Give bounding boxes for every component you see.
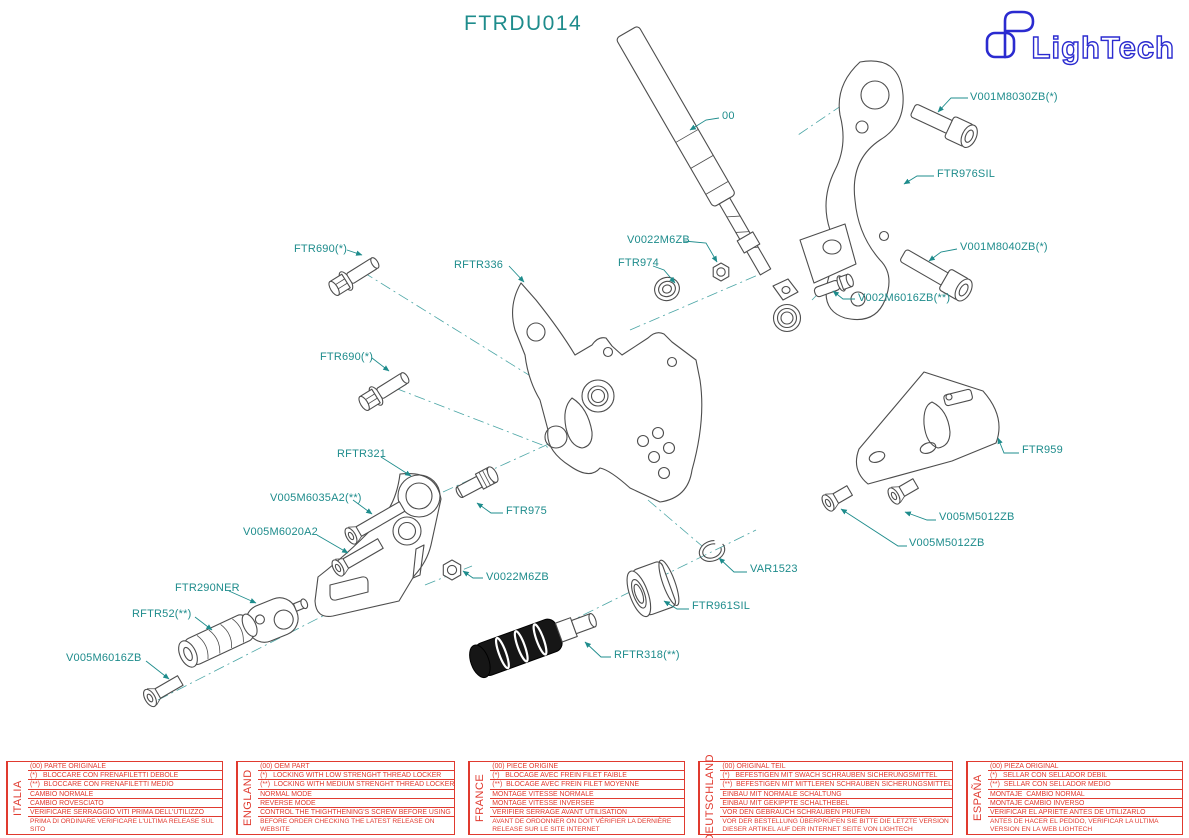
- part-label-ftr976sil: FTR976SIL: [937, 168, 996, 180]
- part-label-v001m8040zb: V001M8040ZB(*): [960, 241, 1048, 253]
- language-label-england: ENGLAND: [237, 762, 259, 834]
- v002m6016zb-screw-drawing: [813, 273, 854, 298]
- legend-row: (**) BEFESTIGEN MIT MITTLEREN SCHRAUBEN …: [720, 781, 952, 790]
- var1523-snap-ring-drawing: [698, 540, 726, 562]
- legend-row: (*) BEFESTIGEN MIT SWACH SCHRAUBEN SICHE…: [720, 771, 952, 781]
- legend-row: MONTAGE VITESSE INVERSEE: [490, 799, 685, 809]
- rftr318-shift-peg-drawing: [469, 613, 597, 679]
- legend-table-espana: ESPAÑA (00) PIEZA ORIGINAL (*) SELLAR CO…: [965, 761, 1184, 835]
- part-label-ftr690-top: FTR690(*): [294, 243, 348, 255]
- lightech-logo: LighTech: [984, 8, 1175, 66]
- part-label-ftr974: FTR974: [618, 257, 659, 269]
- legend-tables: ITALIA (00) PARTE ORIGINALE (*) BLOCCARE…: [6, 754, 1184, 838]
- drawing-title: FTRDU014: [464, 12, 583, 35]
- legend-row: (**) BLOCAGE AVEC FREIN FILET MOYENNE: [490, 780, 685, 790]
- v005m6020a2-screw-drawing: [331, 538, 384, 577]
- part-label-ftr959: FTR959: [1022, 444, 1063, 456]
- legend-row: (00) PARTE ORIGINALE: [28, 762, 223, 772]
- legend-row: CONTROL THE THIGHTHENING'S SCREW BEFORE …: [258, 808, 455, 818]
- part-label-v0022m6zb-lower: V0022M6ZB: [486, 571, 549, 583]
- legend-row: VERIFICARE SERRAGGIO VITI PRIMA DELL'UTI…: [28, 808, 223, 818]
- lightech-logo-text: LighTech: [1031, 29, 1175, 65]
- legend-table-england: ENGLAND (00) OEM PART (*) LOCKING WITH L…: [236, 761, 456, 835]
- language-label-espana: ESPAÑA: [966, 762, 988, 834]
- legend-row: (*) SELLAR CON SELLADOR DEBIL: [987, 771, 1183, 781]
- legend-row-website-notice: ANTES DE HACER EL PEDIDO, VERIFICAR LA U…: [989, 818, 1159, 834]
- legend-row: (00) ORIGINAL TEIL: [720, 762, 952, 772]
- legend-row: (*) LOCKING WITH LOW STRENGHT THREAD LOC…: [258, 771, 455, 781]
- part-label-rftr52: RFTR52(**): [132, 608, 192, 620]
- part-label-ftr690-bottom: FTR690(*): [320, 351, 374, 363]
- v001m8030zb-screw-drawing: [910, 104, 978, 149]
- legend-row-website-notice: VOR DER BESTELLUNG ÜBERPRÜFEN SIE BITTE …: [722, 818, 949, 834]
- part-label-v002m6016zb: V002M6016ZB(**): [858, 292, 951, 304]
- lightech-logo-mark-icon: [985, 10, 1034, 59]
- v005m5012zb-screw-right-drawing: [887, 478, 919, 505]
- part-label-rftr318: RFTR318(**): [614, 649, 680, 661]
- ftr974-washer-drawing: [654, 276, 680, 302]
- part-label-v005m5012zb-2: V005M5012ZB: [909, 537, 985, 549]
- v0022m6zb-nut-top-drawing: [712, 262, 730, 282]
- part-label-ftr975: FTR975: [506, 505, 547, 517]
- legend-row: CAMBIO ROVESCIATO: [28, 799, 223, 809]
- legend-row-website-notice: AVANT DE ORDONNER ON DOIT VÉRIFIER LA DE…: [492, 818, 672, 834]
- legend-row: CAMBIO NORMALE: [28, 790, 223, 799]
- legend-row: (**) BLOCCARE CON FRENAFILETTI MEDIO: [28, 780, 223, 790]
- v005m5012zb-screw-left-drawing: [821, 485, 853, 512]
- part-label-ftr290ner: FTR290NER: [175, 582, 240, 594]
- legend-row: (00) PIECE ORIGINE: [490, 762, 685, 772]
- legend-row-website-notice: BEFORE ORDER CHECKING THE LATEST RELEASE…: [260, 818, 435, 834]
- ftr690-bolt-bottom-drawing: [358, 372, 410, 412]
- legend-row: MONTAJE CAMBIO INVERSO: [987, 799, 1183, 809]
- legend-row: MONTAJE CAMBIO NORMAL: [987, 790, 1183, 799]
- legend-row: (**) SELLAR CON SELLADOR MEDIO: [987, 780, 1183, 790]
- legend-row: VOR DEN GEBRAUCH SCHRAUBEN PRÜFEN: [720, 808, 952, 818]
- part-label-v005m6035a2: V005M6035A2(**): [270, 492, 362, 504]
- part-label-v005m5012zb-1: V005M5012ZB: [939, 511, 1015, 523]
- ftr959-heel-guard-drawing: [855, 371, 1000, 485]
- ftr690-bolt-top-drawing: [328, 257, 380, 297]
- leader-lines: [145, 97, 1019, 680]
- ftr290ner-plate-drawing: [245, 597, 309, 643]
- shift-rod-drawing: [616, 26, 802, 333]
- part-label-rftr321: RFTR321: [337, 448, 387, 460]
- legend-row: (*) BLOCAGE AVEC FREIN FILET FAIBLE: [490, 771, 685, 781]
- language-label-france: FRANCE: [469, 762, 491, 834]
- part-label-v005m6016zb: V005M6016ZB: [66, 652, 142, 664]
- part-label-ftr961sil: FTR961SIL: [692, 600, 751, 612]
- ftr976sil-bracket-drawing: [799, 60, 904, 321]
- legend-row: VERIFIER SERRAGE AVANT UTILISATION: [490, 808, 685, 818]
- legend-row: REVERSE MODE: [258, 799, 455, 809]
- ftr975-pin-drawing: [455, 466, 499, 499]
- legend-row: MONTAGE VITESSE NORMALE: [490, 790, 685, 799]
- legend-row: NORMAL MODE: [258, 790, 455, 799]
- language-label-deutschland: DEUTSCHLAND: [699, 754, 721, 838]
- ftr961sil-roller-drawing: [626, 559, 680, 618]
- legend-row: (**) LOCKING WITH MEDIUM STRENGHT THREAD…: [258, 781, 455, 790]
- v0022m6zb-nut-lower-drawing: [442, 559, 462, 581]
- part-label-var1523: VAR1523: [750, 563, 798, 575]
- legend-row-website-notice: PRIMA DI ORDINARE VERIFICARE L'ULTIMA RE…: [30, 818, 214, 834]
- legend-row: EINBAU MIT GEKIPPTE SCHALTHEBEL: [720, 799, 952, 809]
- legend-row: (*) BLOCCARE CON FRENAFILETTI DEBOLE: [28, 771, 223, 781]
- language-label-italia: ITALIA: [7, 762, 28, 834]
- legend-row: (00) OEM PART: [258, 762, 455, 772]
- part-label-shift-rod-00: 00: [722, 110, 735, 122]
- part-label-v005m6020a2: V005M6020A2: [243, 526, 318, 538]
- legend-row: EINBAU MIT NORMALE SCHALTUNG: [720, 790, 952, 799]
- part-label-v001m8030zb: V001M8030ZB(*): [970, 91, 1058, 103]
- v005m6016zb-screw-drawing: [143, 675, 184, 708]
- legend-table-deutschland: DEUTSCHLAND (00) ORIGINAL TEIL (*) BEFES…: [698, 754, 953, 838]
- exploded-view-drawing: [143, 26, 1019, 708]
- legend-row: (00) PIEZA ORIGINAL: [987, 762, 1183, 772]
- rftr52-footpeg-drawing: [178, 613, 258, 668]
- v005m6035a2-screw-drawing: [344, 501, 406, 545]
- v001m8040zb-screw-drawing: [900, 249, 973, 302]
- legend-table-france: FRANCE (00) PIECE ORIGINE (*) BLOCAGE AV…: [468, 761, 686, 835]
- legend-row: VERIFICAR EL APRIETE ANTES DE UTILIZARLO: [987, 808, 1183, 818]
- legend-table-italia: ITALIA (00) PARTE ORIGINALE (*) BLOCCARE…: [6, 761, 224, 835]
- rftr336-main-bracket-drawing: [512, 282, 703, 503]
- part-label-v0022m6zb-top: V0022M6ZB: [627, 234, 690, 246]
- part-label-rftr336: RFTR336: [454, 259, 504, 271]
